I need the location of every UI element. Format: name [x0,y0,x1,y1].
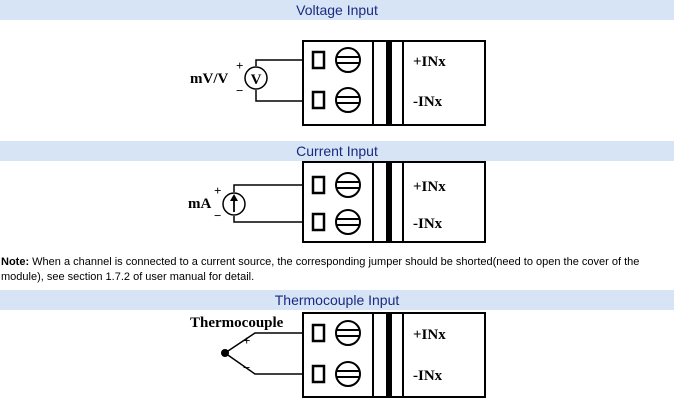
note-text: Note: When a channel is connected to a c… [1,255,641,285]
wire-negative [255,90,303,102]
terminal-slot-icon [311,175,326,195]
voltmeter-icon [244,66,268,90]
source-label: mA [188,196,211,212]
terminal-separator-bar [386,162,392,242]
note-label: Note: [1,256,30,268]
terminal-label-positive: +INx [413,54,446,70]
screw-icon [335,47,361,73]
terminal-slot-icon [311,50,326,70]
voltmeter-symbol: V [251,72,262,88]
thermocouple-input-title: Thermocouple Input [0,290,674,310]
terminal-label-positive: +INx [413,327,446,343]
voltage-input-title: Voltage Input [0,0,674,20]
source-label: Thermocouple [190,315,284,331]
terminal-label-positive: +INx [413,179,446,195]
negative-sign: − [214,208,221,223]
positive-sign: + [236,58,243,73]
current-input-title: Current Input [0,141,674,161]
terminal-block [302,40,486,126]
terminal-block [302,312,486,398]
screw-icon [335,320,361,346]
note-body: When a channel is connected to a current… [1,256,640,283]
wire-positive [255,59,303,66]
wire-negative [224,352,303,375]
wire-positive [224,332,303,354]
current-wiring-diagram: + − mA +INx -INx [0,161,674,253]
source-label: mV/V [190,71,228,87]
wire-negative [233,216,303,223]
terminal-label-negative: -INx [413,368,443,384]
screw-icon [335,87,361,113]
positive-sign: + [214,183,221,198]
terminal-slot-icon [311,212,326,232]
positive-sign: + [243,333,250,348]
screw-icon [335,172,361,198]
terminal-slot-icon [311,364,326,384]
terminal-label-negative: -INx [413,94,443,110]
thermocouple-junction-icon [221,349,229,357]
terminal-separator-bar [386,313,392,397]
screw-icon [335,209,361,235]
wire-positive [233,184,303,192]
screw-icon [335,361,361,387]
negative-sign: − [243,360,250,375]
voltage-wiring-diagram: V + − mV/V +INx -INx [0,20,674,140]
terminal-block [302,161,486,243]
terminal-separator-bar [386,41,392,125]
terminal-slot-icon [311,90,326,110]
thermocouple-wiring-diagram: + − Thermocouple +INx -INx [0,310,674,403]
terminal-slot-icon [311,323,326,343]
terminal-label-negative: -INx [413,216,443,232]
negative-sign: − [236,83,243,98]
